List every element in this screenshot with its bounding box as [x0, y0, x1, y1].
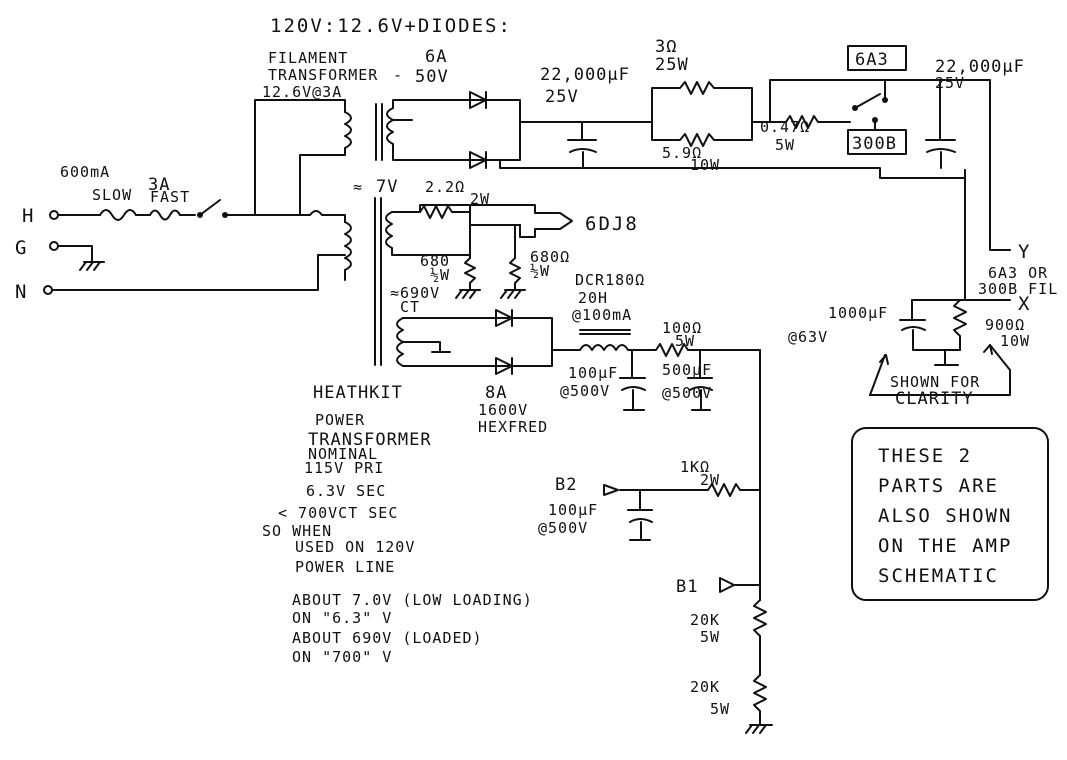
out-x: X — [1018, 293, 1031, 315]
fuse-slow-rating: 600mA — [60, 163, 110, 181]
filament-volt: 50V — [415, 67, 449, 87]
res59-watt: 10W — [690, 156, 720, 174]
mains-g: G — [15, 237, 28, 259]
xcap-volt: @63V — [788, 328, 828, 346]
load-6dj8: 6DJ8 — [585, 213, 639, 235]
cap1-voltage: 25V — [545, 87, 579, 107]
note-line: THESE 2 — [878, 445, 972, 467]
xcap-value: 1000µF — [828, 304, 888, 322]
hv-ct-label: CT — [400, 298, 420, 316]
note-text: ABOUT 690V (LOADED) — [292, 629, 483, 647]
note-text: TRANSFORMER — [308, 430, 432, 450]
mains-h: H — [22, 205, 35, 227]
tube-300b: 300B — [852, 134, 897, 154]
fuse-fast-rating: 3A — [148, 175, 170, 195]
note-text: SO WHEN — [262, 522, 332, 540]
clarity-line-2: CLARITY — [895, 389, 974, 409]
cap2-voltage: 25V — [935, 74, 965, 92]
fil-label-1: 6A3 OR — [988, 264, 1048, 282]
out-y: Y — [1018, 241, 1031, 263]
diode-type: HEXFRED — [478, 418, 548, 436]
cap100-volt: @500V — [560, 382, 610, 400]
choke-dcr: DCR180Ω — [575, 271, 645, 289]
res680b-value: 680Ω — [530, 248, 570, 266]
fil-label-2: 300B FIL — [978, 280, 1058, 298]
res3-watt: 25W — [655, 55, 689, 75]
filament-rectifier — [469, 79, 1011, 251]
header-title: 120V:12.6V+DIODES: — [270, 15, 512, 37]
note-text: POWER — [315, 411, 365, 429]
clarity-line-1: SHOWN FOR — [890, 373, 980, 391]
note-line: ON THE AMP — [878, 535, 1012, 557]
filament-dash: - — [393, 66, 403, 84]
note-text: ON "700" V — [292, 648, 392, 666]
tx-7v: 7V — [376, 177, 398, 197]
note-text: NOMINAL — [308, 445, 378, 463]
res3-value: 3Ω — [655, 37, 677, 57]
note-text: ON "6.3" V — [292, 609, 392, 627]
tube-6a3: 6A3 — [855, 50, 889, 70]
cap100-value: 100µF — [568, 364, 618, 382]
res680b-watt: ½W — [530, 262, 550, 280]
capb2-volt: @500V — [538, 519, 588, 537]
xres-watt: 10W — [1000, 332, 1030, 350]
heater-6dj8 — [419, 204, 573, 299]
filament-current: 6A — [425, 47, 447, 67]
res20k1-value: 20K — [690, 611, 720, 629]
mains-input — [43, 199, 319, 295]
cap500-volt: @500V — [662, 384, 712, 402]
res20k1-watt: 5W — [700, 628, 720, 646]
res1k-watt: 2W — [700, 471, 720, 489]
b2-label: B2 — [555, 475, 577, 495]
note-text: USED ON 120V — [295, 538, 415, 556]
b-plus-rails — [603, 483, 773, 734]
note-text: ABOUT 7.0V (LOW LOADING) — [292, 591, 533, 609]
fuse-slow-type: SLOW — [92, 186, 132, 204]
tx-tilde: ≈ — [353, 178, 363, 196]
fuse-fast-type: FAST — [150, 188, 190, 206]
output-filter — [847, 45, 1049, 601]
cap500-value: 500µF — [662, 361, 712, 379]
filament-transformer — [254, 99, 471, 216]
diode-volt: 1600V — [478, 401, 528, 419]
note-text: 115V PRI — [304, 459, 384, 477]
note-box: THESE 2 PARTS ARE ALSO SHOWN ON THE AMP … — [878, 445, 1012, 587]
filament-label-1: FILAMENT — [268, 49, 348, 67]
power-transformer — [254, 197, 471, 367]
xres-value: 900Ω — [985, 316, 1025, 334]
heathkit-notes: HEATHKIT POWER TRANSFORMER NOMINAL 115V … — [262, 383, 533, 666]
cap2-value: 22,000µF — [935, 57, 1025, 77]
res047-value: 0.47Ω — [760, 118, 810, 136]
note-line: PARTS ARE — [878, 475, 999, 497]
note-text: < 700VCT SEC — [278, 504, 398, 522]
note-line: SCHEMATIC — [878, 565, 999, 587]
res20k2-value: 20K — [690, 678, 720, 696]
b1-label: B1 — [676, 577, 698, 597]
note-line: ALSO SHOWN — [878, 505, 1012, 527]
capb2-value: 100µF — [548, 501, 598, 519]
res680a-value: 680 — [420, 252, 450, 270]
cap1-value: 22,000µF — [540, 65, 630, 85]
res20k2-watt: 5W — [710, 700, 730, 718]
note-text: POWER LINE — [295, 558, 395, 576]
diode-current: 8A — [485, 383, 507, 403]
note-text: 6.3V SEC — [306, 482, 386, 500]
filament-label-3: 12.6V@3A — [262, 83, 342, 101]
res047-watt: 5W — [775, 136, 795, 154]
res22-watt: 2W — [470, 190, 490, 208]
choke-henry: 20H — [578, 289, 608, 307]
note-text: HEATHKIT — [313, 383, 403, 403]
res1k-value: 1KΩ — [680, 458, 710, 476]
mains-n: N — [15, 281, 28, 303]
choke-current: @100mA — [572, 306, 632, 324]
res100-value: 100Ω — [662, 319, 702, 337]
res59-value: 5.9Ω — [662, 144, 702, 162]
filament-label-2: TRANSFORMER — [268, 66, 378, 84]
hv-rectifier — [469, 309, 761, 601]
res100-watt: 5W — [675, 332, 695, 350]
res22-value: 2.2Ω — [425, 178, 465, 196]
res680a-watt: ½W — [430, 266, 450, 284]
hv-ct-volt: ≈690V — [390, 284, 440, 302]
